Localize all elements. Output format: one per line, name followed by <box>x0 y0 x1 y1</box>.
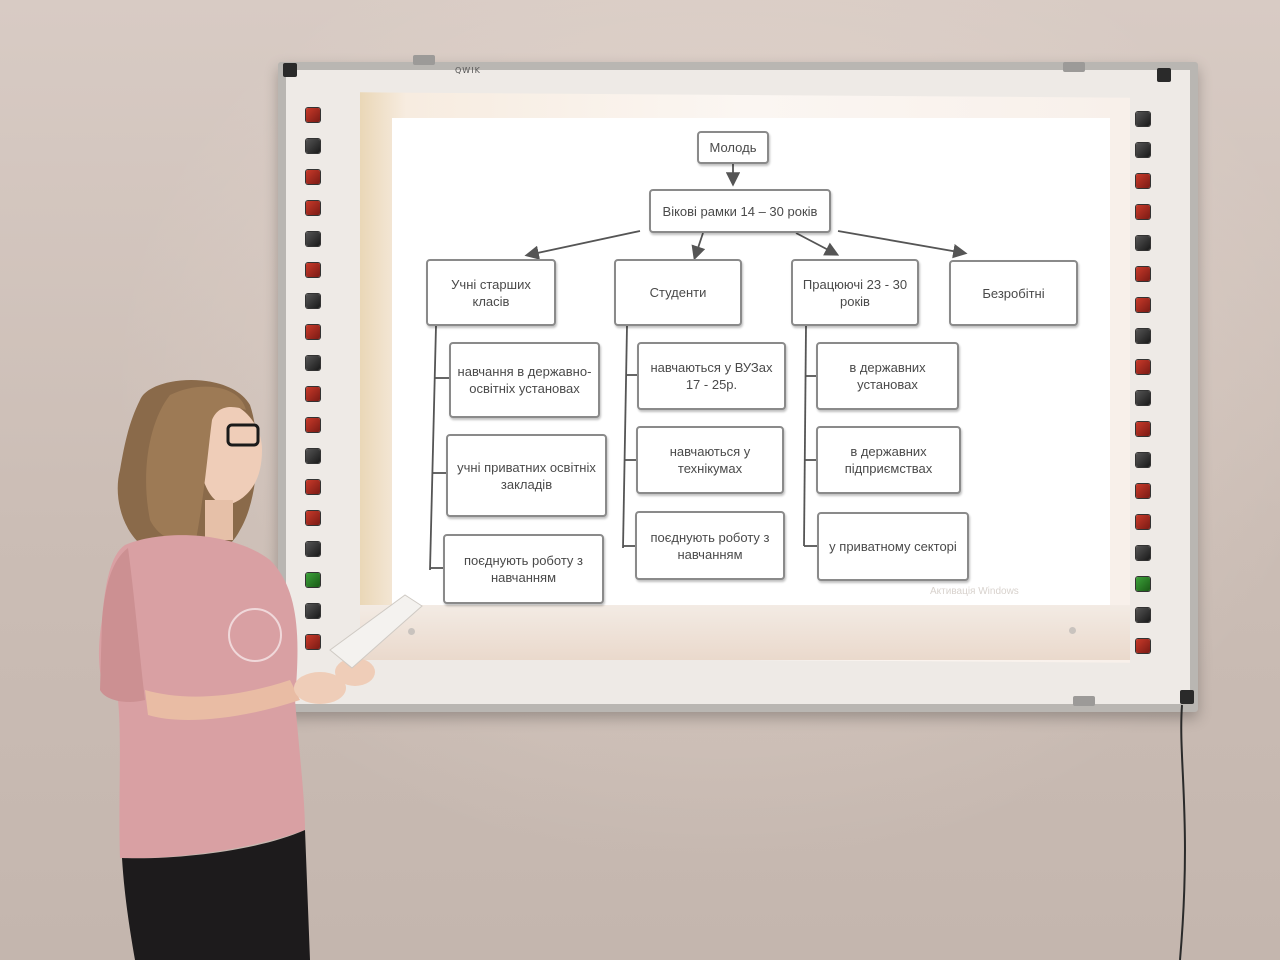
node-category: Безробітні <box>949 260 1078 326</box>
tool-icon[interactable] <box>1136 143 1150 157</box>
node-category: Учні старших класів <box>426 259 556 326</box>
tool-icon[interactable] <box>306 604 320 618</box>
tool-icon[interactable] <box>1136 484 1150 498</box>
arrow-age-unemployed <box>837 230 968 259</box>
presenter <box>98 380 423 960</box>
node-category: Студенти <box>614 259 742 326</box>
tool-icon[interactable] <box>1136 267 1150 281</box>
node-subcategory: поєднують роботу з навчанням <box>443 534 604 604</box>
cable <box>1179 704 1186 960</box>
tool-icon[interactable] <box>306 573 320 587</box>
board-corner <box>1157 68 1171 82</box>
right-toolbar[interactable] <box>1134 112 1152 670</box>
tool-icon[interactable] <box>1136 515 1150 529</box>
activation-watermark: Активація Windows <box>930 586 1019 597</box>
tool-icon[interactable] <box>306 480 320 494</box>
tool-icon[interactable] <box>306 325 320 339</box>
tool-icon[interactable] <box>1136 112 1150 126</box>
node-subcategory: в державних підприємствах <box>816 426 961 494</box>
node-subcategory: поєднують роботу з навчанням <box>635 511 785 580</box>
tool-icon[interactable] <box>1136 577 1150 591</box>
tool-icon[interactable] <box>1136 546 1150 560</box>
node-subcategory: навчаються у технікумах <box>636 426 784 494</box>
tool-icon[interactable] <box>306 542 320 556</box>
tool-icon[interactable] <box>306 294 320 308</box>
tool-icon[interactable] <box>1136 608 1150 622</box>
tool-icon[interactable] <box>1136 329 1150 343</box>
board-clip <box>1063 62 1085 72</box>
tool-icon[interactable] <box>1136 205 1150 219</box>
node-root: Молодь <box>697 131 769 164</box>
board-clip <box>1073 696 1095 706</box>
tool-icon[interactable] <box>1136 174 1150 188</box>
tool-icon[interactable] <box>1136 236 1150 250</box>
tool-icon[interactable] <box>1136 360 1150 374</box>
tool-icon[interactable] <box>306 418 320 432</box>
tree-trunk-pupils <box>429 325 437 571</box>
tool-icon[interactable] <box>306 170 320 184</box>
tool-icon[interactable] <box>1136 639 1150 653</box>
board-corner <box>283 63 297 77</box>
slide-bottom-band <box>360 605 1130 660</box>
tree-trunk-workers <box>803 325 807 547</box>
tool-icon[interactable] <box>306 232 320 246</box>
node-age-range: Вікові рамки 14 – 30 років <box>649 189 831 233</box>
board-logo: QWIK <box>455 66 481 75</box>
tool-icon[interactable] <box>306 108 320 122</box>
arrow-age-students <box>691 232 706 261</box>
tool-icon[interactable] <box>306 511 320 525</box>
node-subcategory: учні приватних освітніх закладів <box>446 434 607 517</box>
tree-trunk-students <box>622 325 628 549</box>
tool-icon[interactable] <box>1136 298 1150 312</box>
arrow-age-workers <box>795 232 840 256</box>
slide-dot <box>408 628 415 635</box>
node-subcategory: навчання в державно-освітніх установах <box>449 342 600 418</box>
node-subcategory: навчаються у ВУЗах 17 - 25р. <box>637 342 786 410</box>
node-category: Працюючі 23 - 30 років <box>791 259 919 326</box>
tool-icon[interactable] <box>306 449 320 463</box>
tool-icon[interactable] <box>1136 453 1150 467</box>
tool-icon[interactable] <box>306 356 320 370</box>
board-clip <box>413 55 435 65</box>
tool-icon[interactable] <box>306 201 320 215</box>
tool-icon[interactable] <box>1136 391 1150 405</box>
slide-dot <box>1069 627 1076 634</box>
tool-icon[interactable] <box>306 387 320 401</box>
tool-icon[interactable] <box>306 263 320 277</box>
tool-icon[interactable] <box>306 139 320 153</box>
node-subcategory: у приватному секторі <box>817 512 969 581</box>
arrow-age-pupils <box>524 230 641 260</box>
tool-icon[interactable] <box>306 635 320 649</box>
node-subcategory: в державних установах <box>816 342 959 410</box>
board-corner <box>1180 690 1194 704</box>
tool-icon[interactable] <box>1136 422 1150 436</box>
left-toolbar[interactable] <box>304 108 322 666</box>
